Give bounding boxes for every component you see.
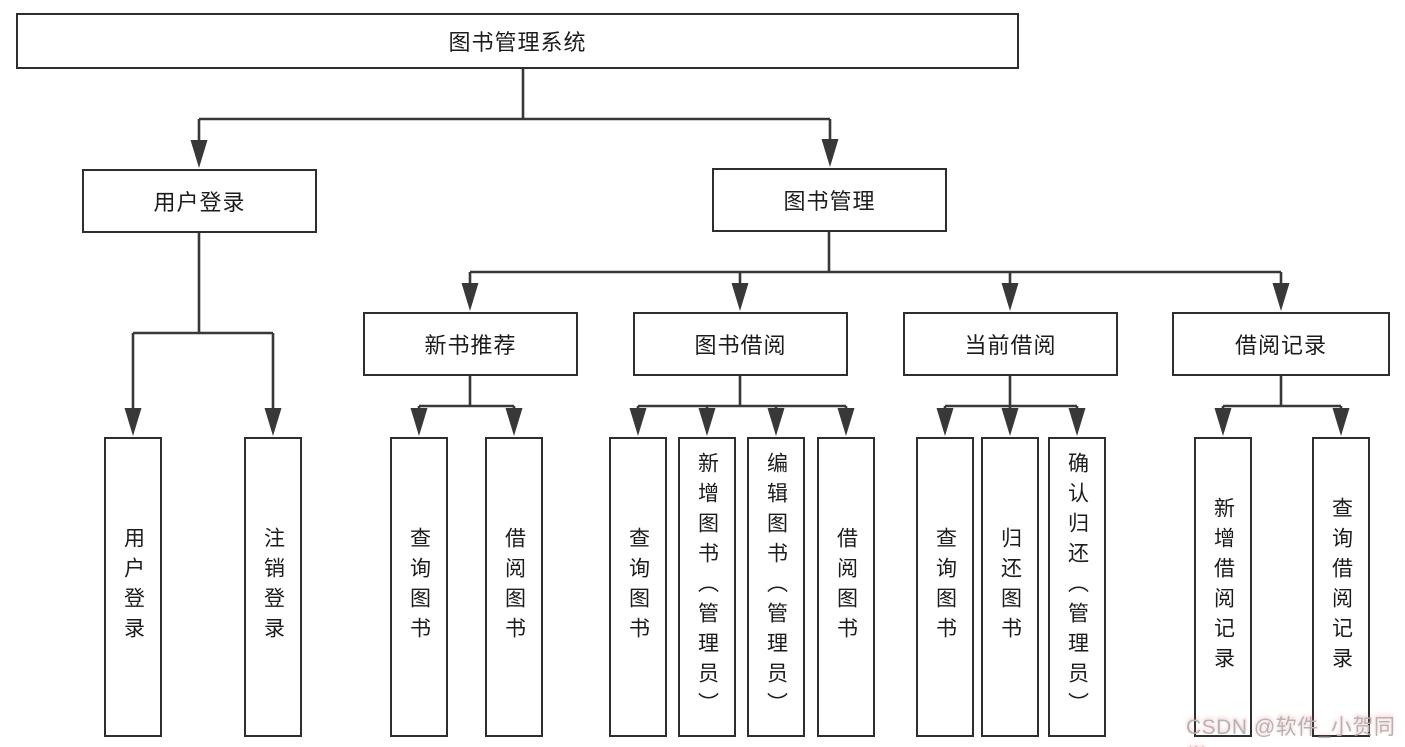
node-label: 图书管理系统 <box>448 30 587 55</box>
node-label: 编辑图书（管理员） <box>764 452 788 722</box>
node-label: 查询图书 <box>407 527 431 647</box>
node-label: 图书管理 <box>783 189 876 214</box>
leaf-logout-login: 注销登录 <box>244 437 302 737</box>
leaf-borrow-books: 借阅图书 <box>817 437 875 737</box>
node-label: 新书推荐 <box>424 333 517 358</box>
node-label: 查询图书 <box>933 527 957 647</box>
node-label: 确认归还（管理员） <box>1065 452 1089 722</box>
edge-book-management-children <box>461 232 1290 311</box>
node-label: 借阅图书 <box>834 527 858 647</box>
node-borrow-records: 借阅记录 <box>1172 312 1390 376</box>
node-label: 当前借阅 <box>964 333 1057 358</box>
node-label: 注销登录 <box>261 527 285 647</box>
leaf-add-borrow-record: 新增借阅记录 <box>1194 437 1252 737</box>
edge-current-borrow-children <box>936 376 1086 436</box>
node-label: 图书借阅 <box>694 333 787 358</box>
leaf-confirm-return-admin: 确认归还（管理员） <box>1048 437 1106 737</box>
node-label: 借阅记录 <box>1234 333 1327 358</box>
edge-root-children <box>190 69 839 168</box>
node-new-book-recommend: 新书推荐 <box>363 312 578 376</box>
node-book-management: 图书管理 <box>712 168 947 232</box>
leaf-return-book: 归还图书 <box>981 437 1039 737</box>
node-current-borrow: 当前借阅 <box>903 312 1118 376</box>
edge-borrow-records-children <box>1214 376 1350 436</box>
leaf-query-books-recommend: 查询图书 <box>390 437 448 737</box>
watermark-text: CSDN @软件_小贺同学 <box>1186 716 1396 747</box>
leaf-query-books-borrow: 查询图书 <box>609 437 667 737</box>
node-label: 归还图书 <box>998 527 1022 647</box>
leaf-borrow-books-recommend: 借阅图书 <box>485 437 543 737</box>
leaf-add-book-admin: 新增图书（管理员） <box>678 437 736 737</box>
node-label: 查询借阅记录 <box>1329 497 1353 677</box>
node-book-borrow: 图书借阅 <box>633 312 848 376</box>
node-label: 新增图书（管理员） <box>695 452 719 722</box>
node-label: 用户登录 <box>121 527 145 647</box>
leaf-query-borrow-record: 查询借阅记录 <box>1312 437 1370 737</box>
edge-user-login-children <box>124 233 282 436</box>
node-root: 图书管理系统 <box>16 13 1019 69</box>
node-user-login: 用户登录 <box>82 169 317 233</box>
leaf-user-login: 用户登录 <box>104 437 162 737</box>
node-label: 查询图书 <box>626 527 650 647</box>
node-label: 新增借阅记录 <box>1211 497 1235 677</box>
leaf-edit-book-admin: 编辑图书（管理员） <box>747 437 805 737</box>
node-label: 用户登录 <box>153 190 246 215</box>
node-label: 借阅图书 <box>502 527 526 647</box>
edge-new-book-recommend-children <box>410 376 523 436</box>
edge-book-borrow-children <box>629 376 855 436</box>
leaf-query-books-current: 查询图书 <box>916 437 974 737</box>
